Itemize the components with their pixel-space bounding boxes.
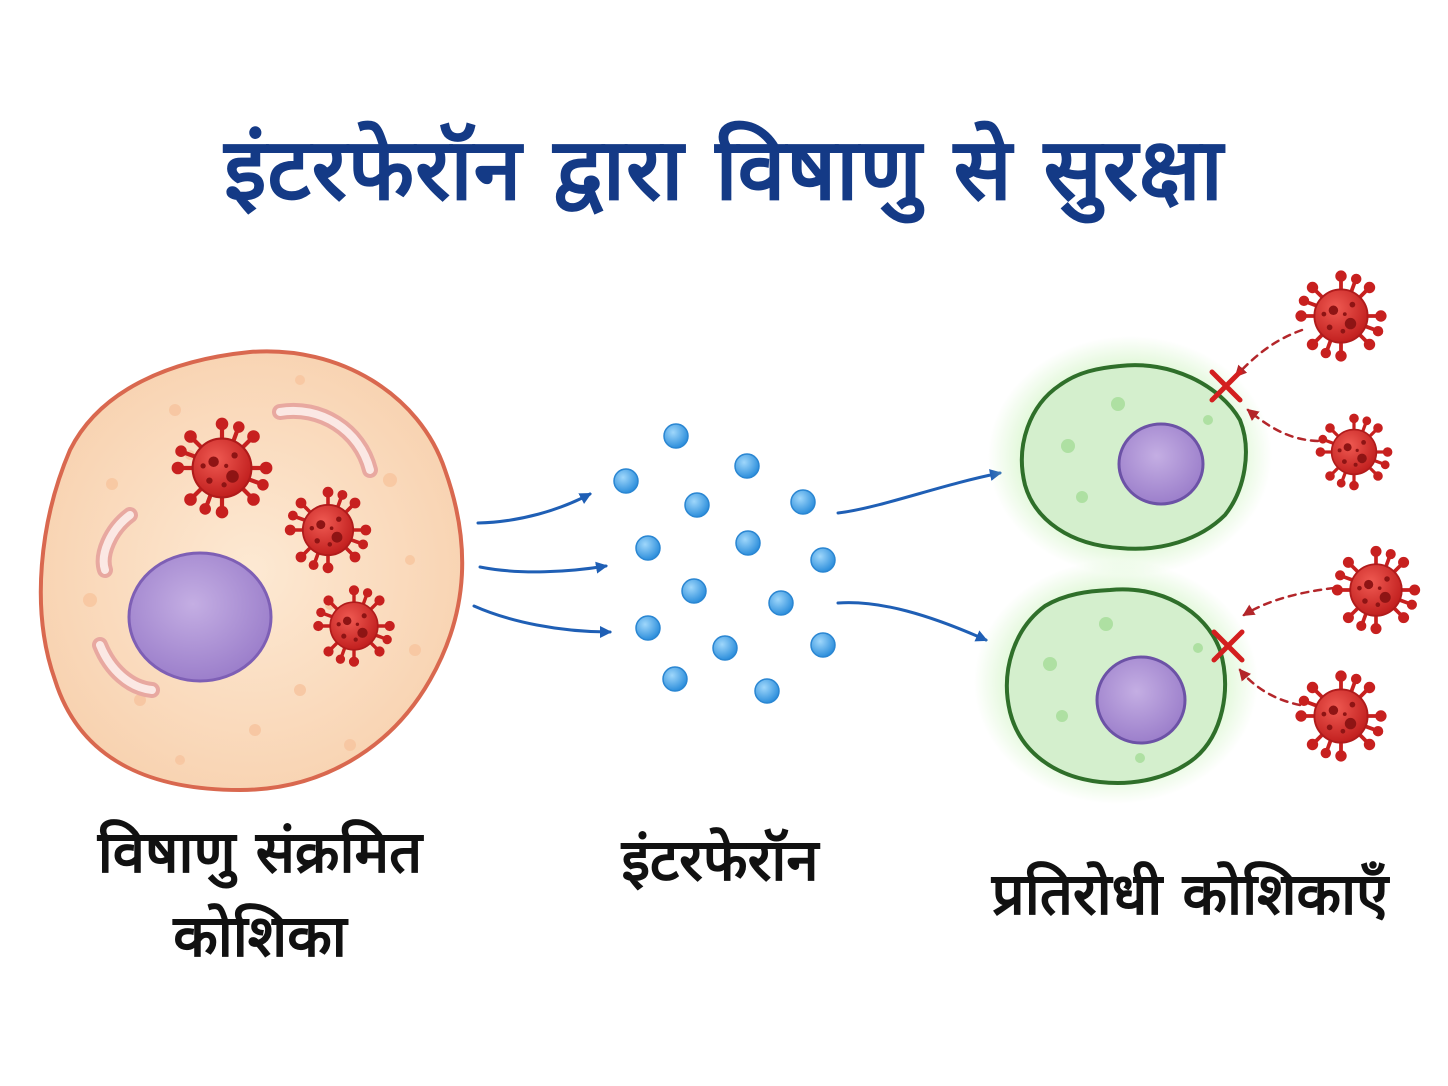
signal-arrows — [836, 469, 1002, 642]
resistant-cells-label: प्रतिरोधी कोशिकाएँ — [991, 860, 1389, 928]
arrow — [1242, 586, 1336, 617]
arrow — [1238, 668, 1302, 707]
virus-icon — [1295, 270, 1387, 362]
arrow — [1246, 408, 1320, 443]
cross-mark-icon — [1211, 629, 1245, 663]
interferon-molecule — [768, 590, 794, 616]
secretion-arrows — [472, 492, 612, 638]
infected-cell-label: विषाणु संक्रमित कोशिका — [40, 810, 480, 978]
resistant-cell — [974, 560, 1258, 804]
infected-cell-label-line1: विषाणु संक्रमित — [97, 818, 423, 886]
virus-icon — [313, 585, 395, 667]
virus-icon — [1315, 413, 1393, 491]
interferon-molecule — [810, 547, 836, 573]
infected-cell — [38, 349, 465, 793]
interferon-molecule — [613, 468, 639, 494]
infected-cell-label-line2: कोशिका — [173, 902, 347, 970]
virus-icon — [174, 420, 271, 517]
interferon-molecule — [635, 615, 661, 641]
interferon-molecule — [662, 666, 688, 692]
interferon-molecule — [735, 530, 761, 556]
nucleus — [1095, 655, 1187, 745]
virus-icon — [1331, 545, 1421, 635]
page-title: इंटरफेरॉन द्वारा विषाणु से सुरक्षा — [224, 120, 1224, 220]
interferon-molecule — [754, 678, 780, 704]
virus-icon — [1295, 670, 1387, 762]
nucleus — [1117, 422, 1205, 506]
arrow — [478, 561, 608, 574]
arrow — [472, 604, 612, 638]
virus-icon — [284, 486, 372, 574]
arrow — [476, 492, 592, 525]
arrow — [836, 601, 988, 642]
blocked-attack-arrows — [1234, 328, 1336, 707]
cross-mark-icon — [1209, 369, 1243, 403]
interferon-molecule — [684, 492, 710, 518]
interferon-molecule — [790, 489, 816, 515]
nucleus — [127, 551, 273, 683]
interferon-molecule — [734, 453, 760, 479]
arrow — [836, 469, 1002, 515]
interferon-molecule — [635, 535, 661, 561]
interferon-molecule — [712, 635, 738, 661]
interferon-molecules — [613, 423, 836, 704]
interferon-molecule — [663, 423, 689, 449]
interferon-molecule — [681, 578, 707, 604]
interferon-label: इंटरफेरॉन — [621, 826, 819, 894]
resistant-cell — [988, 336, 1272, 576]
interferon-molecule — [810, 632, 836, 658]
arrow — [1234, 328, 1304, 378]
